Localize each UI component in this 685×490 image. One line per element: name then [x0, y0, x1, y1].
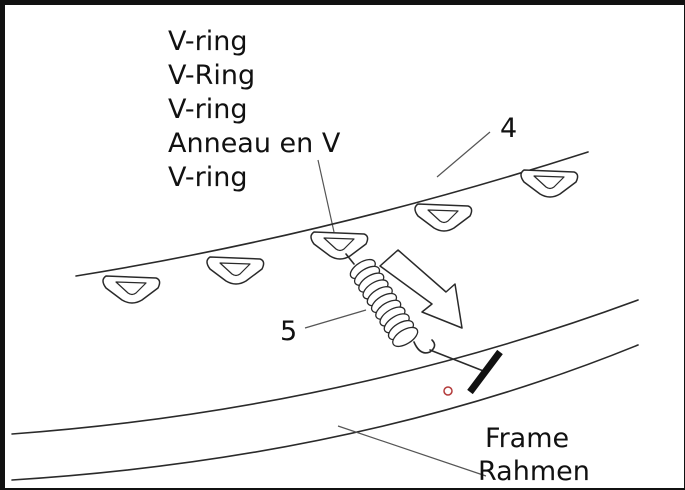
callout-4-leader: [436, 131, 491, 178]
frame-tube-lower: [11, 344, 639, 481]
jumping-mat-edge: [75, 151, 589, 277]
vring-label-nl: V-ring: [168, 94, 247, 125]
callout-4: 4: [500, 113, 517, 144]
spring-icon: [345, 253, 436, 354]
vring-icon: [520, 169, 579, 198]
vring-label-block: V-ring V-Ring V-ring Anneau en V V-ring: [168, 26, 341, 193]
vring-icon: [414, 203, 473, 232]
vring-label-fr: Anneau en V: [168, 128, 341, 159]
vring-icon: [206, 256, 265, 285]
frame-tube-upper: [11, 299, 639, 435]
frame-leader-line: [337, 425, 487, 477]
callout-5-leader: [304, 309, 367, 329]
frame-label-de: Rahmen: [478, 456, 590, 487]
callout-5: 5: [280, 316, 297, 347]
spring-tool-icon: [429, 349, 503, 395]
vring-label-other: V-ring: [168, 162, 247, 193]
frame-label-en: Frame: [485, 423, 569, 454]
frame-hole-marker: [443, 386, 453, 396]
vring-icon: [310, 231, 369, 260]
pull-direction-arrow-icon: [379, 249, 463, 329]
vring-leader-line: [317, 159, 335, 233]
vring-label-de: V-Ring: [168, 60, 255, 91]
vring-icon: [102, 275, 161, 304]
vring-label-en: V-ring: [168, 26, 247, 57]
